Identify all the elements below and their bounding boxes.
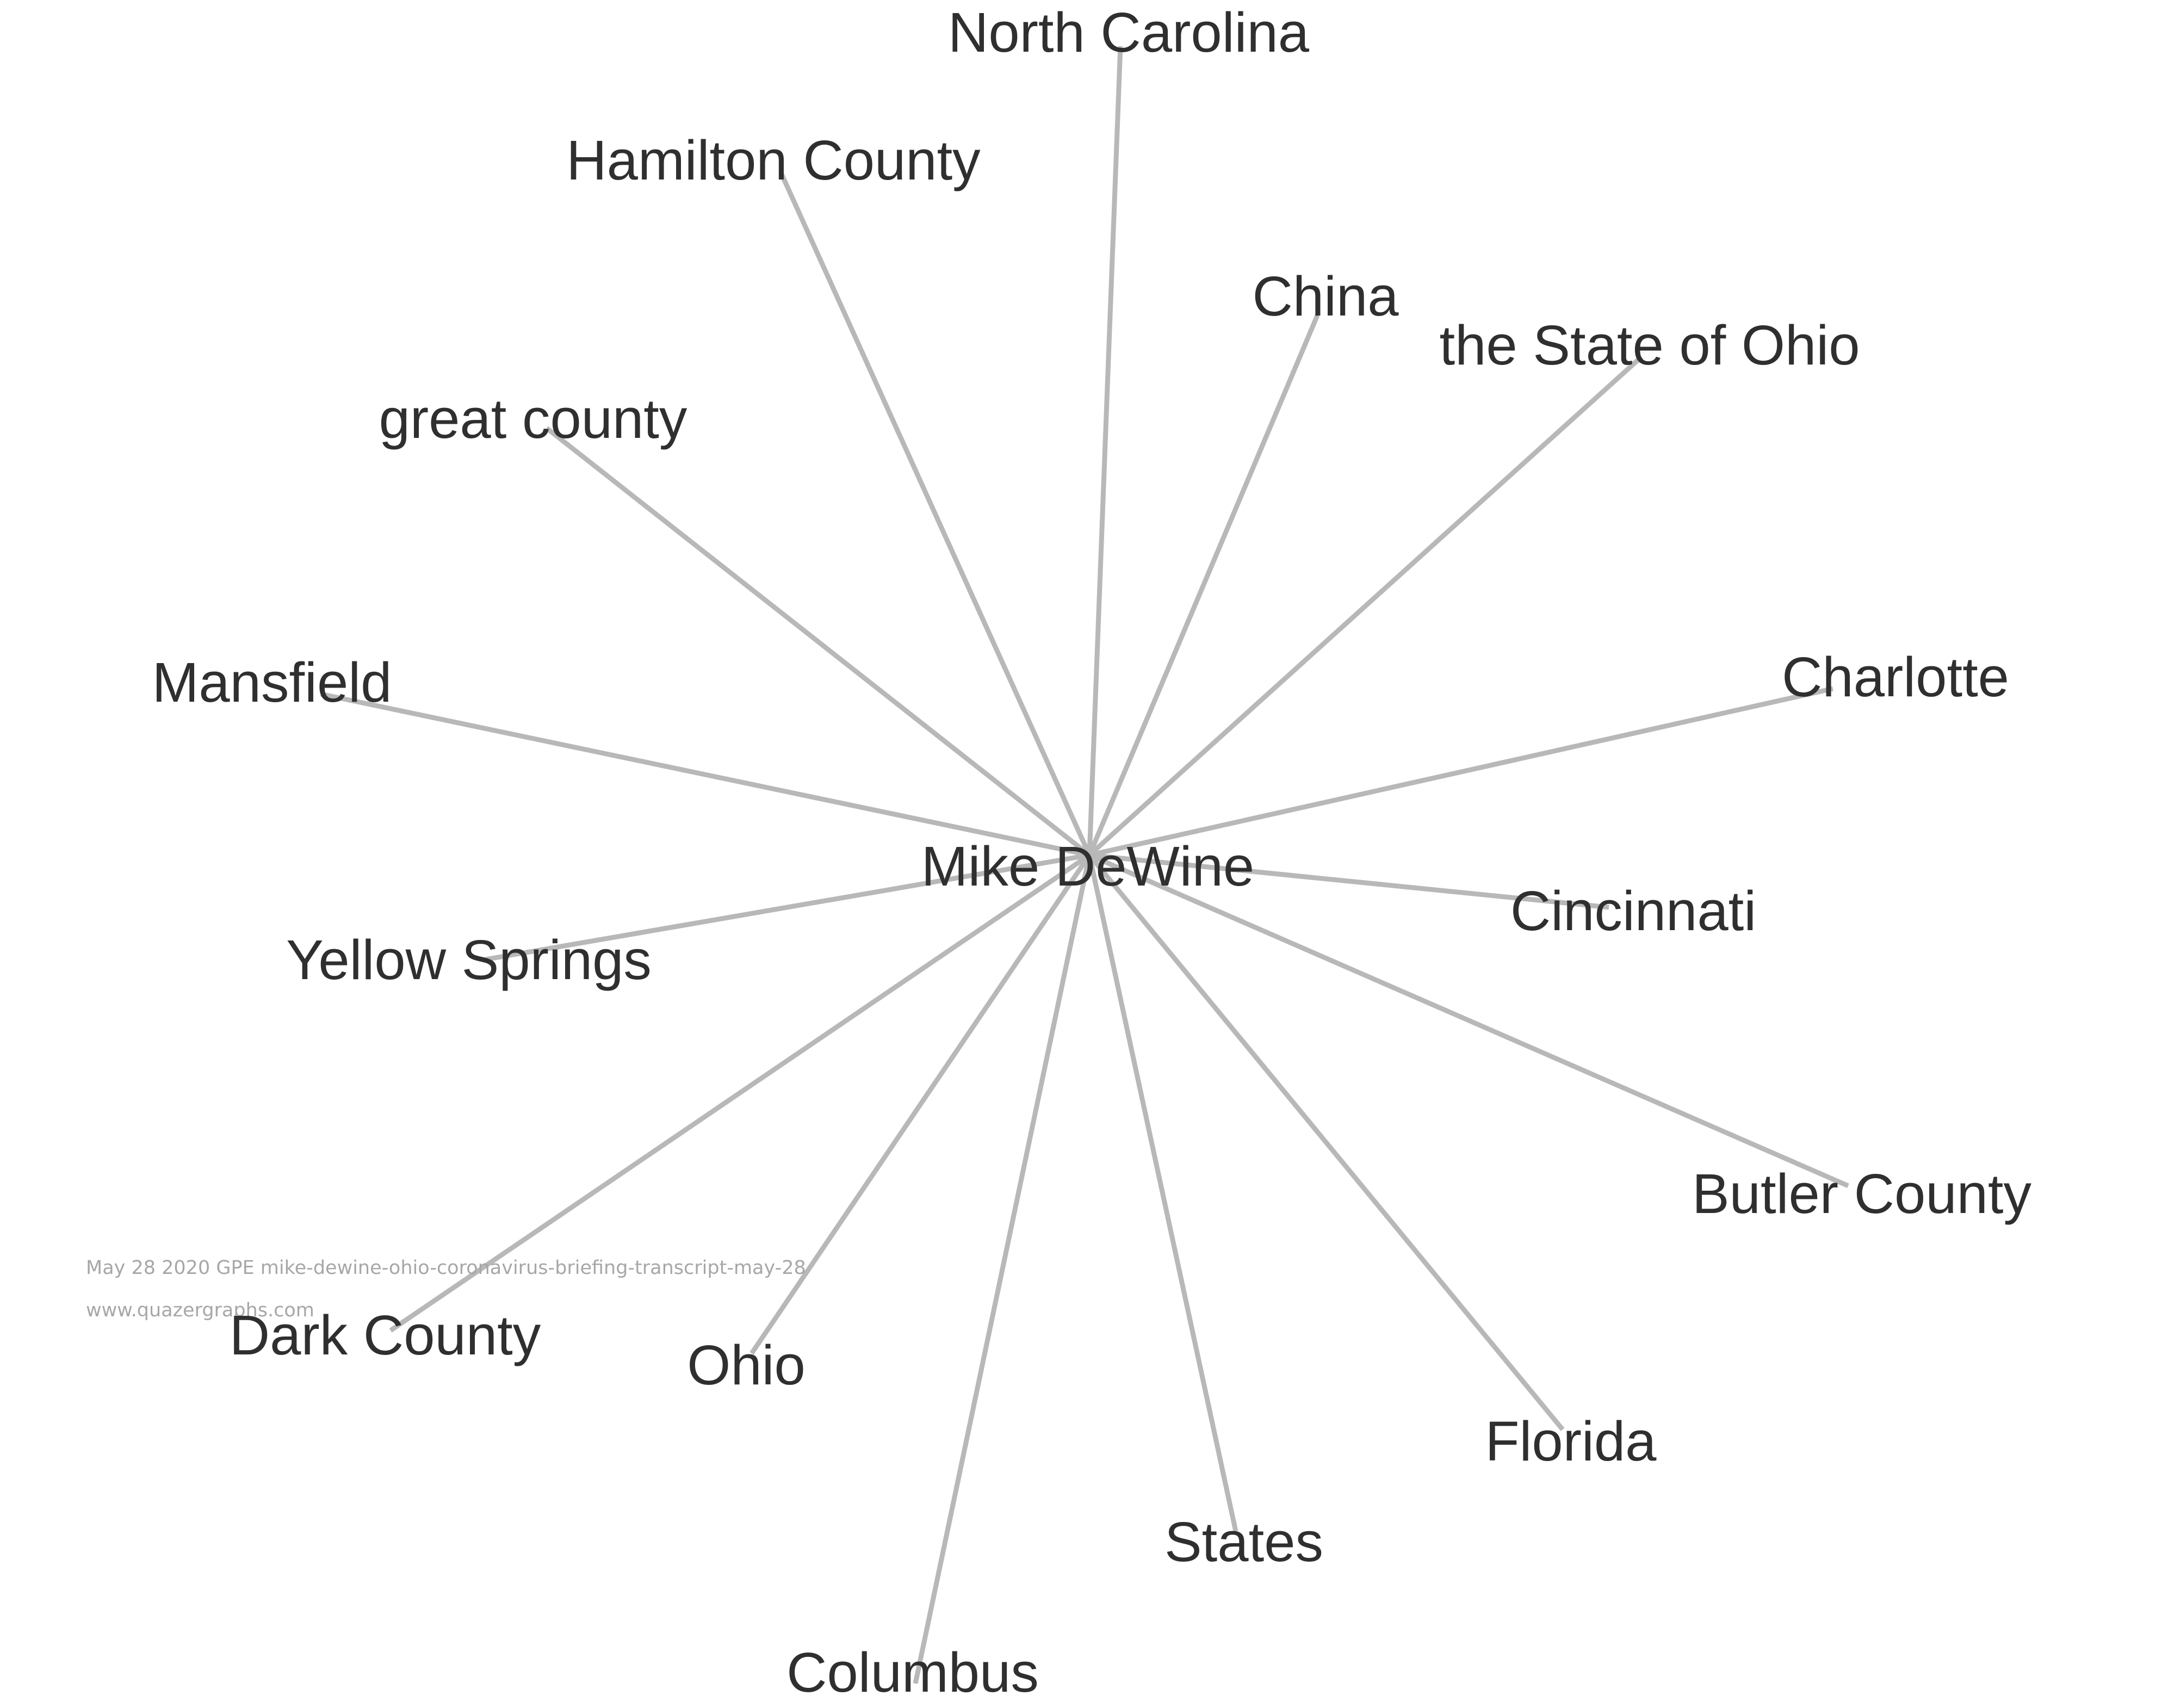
edge-great-county [545, 426, 1091, 857]
edge-butler-county [1088, 852, 1849, 1189]
node-label-great-county: great county [379, 387, 687, 450]
node-label-cincinnati: Cincinnati [1510, 880, 1756, 942]
node-label-charlotte: Charlotte [1782, 646, 2009, 708]
node-label-states: States [1164, 1511, 1323, 1573]
node-label-dark-county: Dark County [230, 1304, 541, 1366]
edge-mansfield [320, 691, 1090, 858]
node-label-state-of-ohio: the State of Ohio [1439, 314, 1860, 376]
node-label-mansfield: Mansfield [152, 651, 392, 714]
edge-dark-county [389, 853, 1091, 1333]
node-label-north-carolina: North Carolina [948, 1, 1310, 64]
edge-north-carolina [1087, 46, 1123, 856]
node-label-ohio: Ohio [687, 1334, 806, 1396]
node-label-columbus: Columbus [786, 1641, 1039, 1704]
graph-edges [320, 46, 1849, 1684]
edge-states [1087, 855, 1238, 1532]
edge-ohio [749, 853, 1092, 1355]
node-label-florida: Florida [1485, 1410, 1657, 1472]
center-node-label: Mike DeWine [921, 835, 1254, 898]
node-label-yellow-springs: Yellow Springs [286, 929, 652, 991]
edge-cincinnati [1089, 852, 1609, 910]
credit-source-line: May 28 2020 GPE mike-dewine-ohio-coronav… [86, 1257, 806, 1279]
edge-yellow-springs [485, 852, 1090, 962]
edge-florida [1087, 853, 1565, 1431]
node-label-china: China [1252, 265, 1399, 327]
edge-china [1087, 314, 1320, 856]
edge-hamilton-county [779, 173, 1092, 856]
node-label-butler-county: Butler County [1692, 1162, 2032, 1225]
node-label-hamilton-county: Hamilton County [566, 129, 981, 191]
edge-state-of-ohio [1087, 355, 1644, 857]
edge-columbus [913, 855, 1092, 1684]
edge-charlotte [1089, 686, 1833, 858]
credit-website: www.quazergraphs.com [86, 1299, 314, 1321]
